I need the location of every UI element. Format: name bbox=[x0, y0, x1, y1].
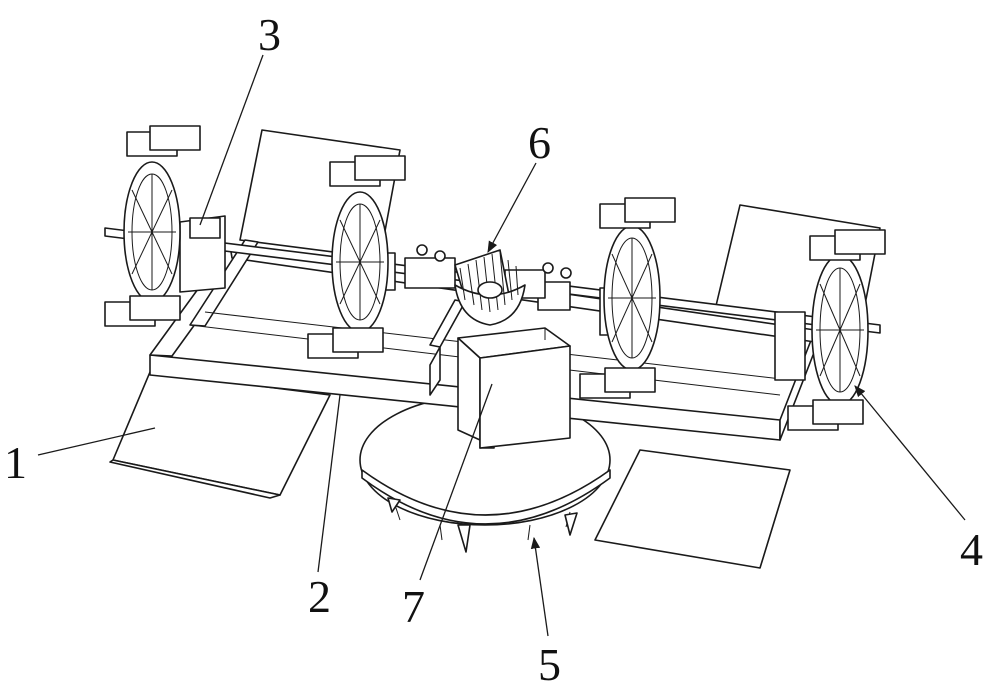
label-5: 5 bbox=[538, 639, 561, 690]
label-2: 2 bbox=[308, 571, 331, 622]
motor-box bbox=[457, 327, 571, 449]
label-4: 4 bbox=[960, 524, 983, 575]
label-6: 6 bbox=[528, 117, 551, 168]
bevel-gear bbox=[404, 244, 572, 326]
right-float bbox=[594, 449, 791, 569]
label-1: 1 bbox=[4, 437, 27, 488]
label-7: 7 bbox=[402, 581, 425, 632]
paddle-wheel-4 bbox=[787, 229, 886, 431]
paddle-wheel-1 bbox=[104, 125, 201, 327]
left-float bbox=[109, 371, 331, 499]
leader-lines bbox=[37, 54, 966, 637]
label-3: 3 bbox=[258, 9, 281, 60]
paddle-wheel-2 bbox=[307, 155, 406, 359]
paddle-wheel-3 bbox=[579, 197, 676, 399]
